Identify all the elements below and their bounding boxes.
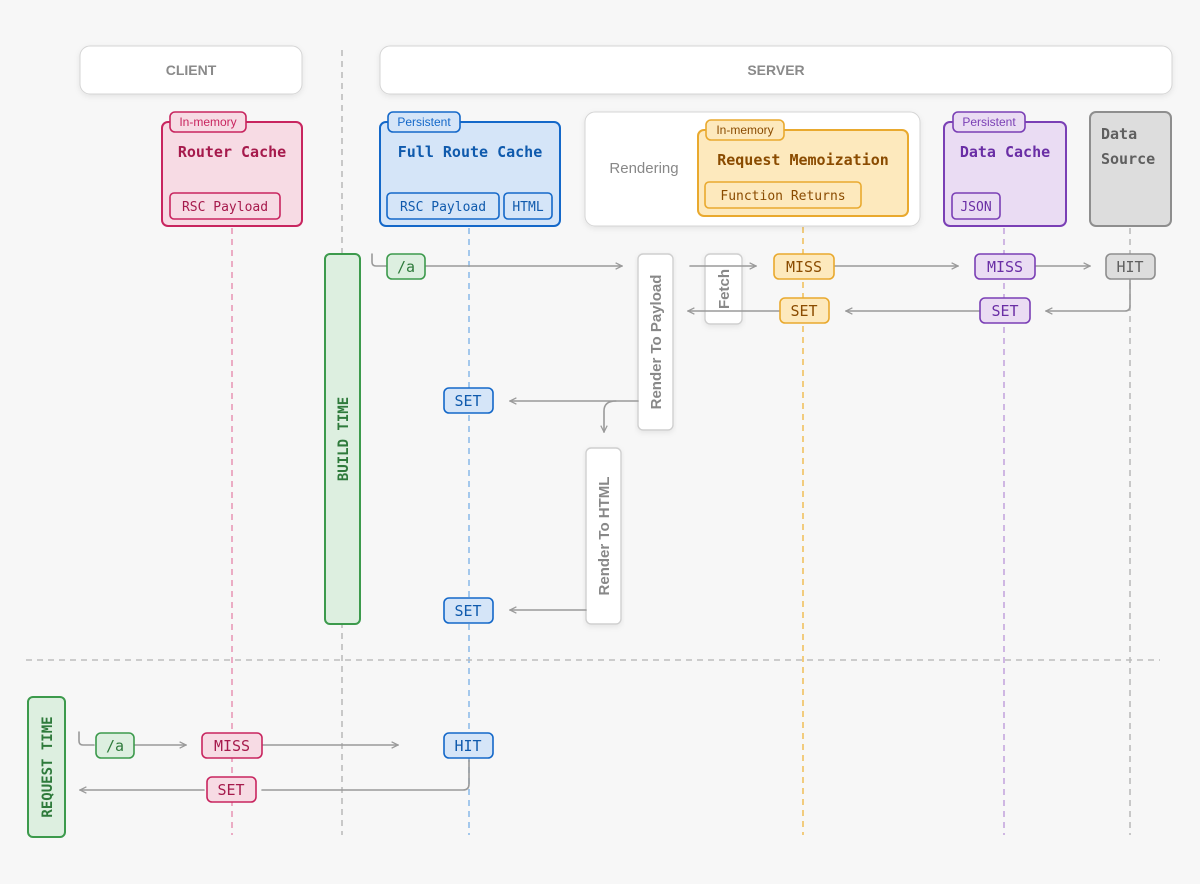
frc-set-html-chip: SET [443,597,494,624]
frc-set-payload-chip-label: SET [454,392,481,410]
datasource-hit-chip-label: HIT [1116,258,1143,276]
fetch-step: Fetch [704,253,743,325]
server-header-label: SERVER [747,62,804,78]
data-source-title-line1: Data [1101,125,1137,143]
full-route-cache-badge: Persistent [397,115,451,129]
data-cache-title: Data Cache [960,143,1050,161]
arrow-frc-return [261,759,470,791]
render-to-html-step: Render To HTML [585,447,622,625]
client-header-label: CLIENT [166,62,217,78]
render-to-payload-step: Render To Payload [637,253,674,431]
build-route-chip: /a [386,253,426,280]
memo-miss-chip: MISS [773,253,835,280]
datacache-miss-chip: MISS [974,253,1036,280]
request-memoization-badge: In-memory [716,123,773,137]
full-route-cache-item-html: HTML [512,200,543,215]
arrow-build-start [371,253,387,267]
router-miss-chip-label: MISS [214,737,250,755]
full-route-cache-title: Full Route Cache [398,143,543,161]
router-cache-title: Router Cache [178,143,286,161]
datacache-set-chip-label: SET [991,302,1018,320]
fetch-label: Fetch [716,269,733,309]
chips: /a MISS MISS HIT SET SET SET SET [95,253,1156,803]
rendering-label: Rendering [609,160,678,177]
request-time-label: REQUEST TIME [40,716,56,817]
server-header: SERVER [379,45,1173,95]
arrow-payload-to-html-step [604,400,617,433]
arrow-request-start [78,731,95,746]
router-miss-chip: MISS [201,732,263,759]
full-route-cache-item-rsc-payload: RSC Payload [400,200,486,215]
memo-set-chip-label: SET [790,302,817,320]
memo-set-chip: SET [779,297,830,324]
frc-set-payload-chip: SET [443,387,494,414]
datacache-set-chip: SET [979,297,1031,324]
data-source-box: Data Source [1089,111,1172,227]
memo-miss-chip-label: MISS [786,258,822,276]
request-memoization-item-function-returns: Function Returns [720,189,845,204]
request-memoization-box: In-memory Request Memoization Function R… [697,119,909,217]
data-cache-badge: Persistent [962,115,1016,129]
client-header: CLIENT [79,45,303,95]
request-route-chip-label: /a [106,737,124,755]
data-source-title-line2: Source [1101,150,1155,168]
render-to-html-label: Render To HTML [596,477,613,596]
datasource-hit-chip: HIT [1105,253,1156,280]
build-time-label: BUILD TIME [336,397,352,481]
request-route-chip: /a [95,732,135,759]
frc-set-html-chip-label: SET [454,602,481,620]
router-cache-item-rsc-payload: RSC Payload [182,200,268,215]
full-route-cache-box: Persistent Full Route Cache RSC Payload … [379,111,561,227]
render-to-payload-label: Render To Payload [648,275,665,410]
flow-arrows [78,253,1131,791]
build-time-bar: BUILD TIME [324,253,361,625]
frc-hit-chip: HIT [443,732,494,759]
arrow-source-return [1045,279,1131,311]
datacache-miss-chip-label: MISS [987,258,1023,276]
build-route-chip-label: /a [397,258,415,276]
frc-hit-chip-label: HIT [454,737,481,755]
router-cache-badge: In-memory [179,115,236,129]
data-cache-box: Persistent Data Cache JSON [943,111,1067,227]
request-time-bar: REQUEST TIME [27,696,66,838]
request-memoization-title: Request Memoization [717,151,889,169]
data-cache-item-json: JSON [960,200,991,215]
router-set-chip: SET [206,776,257,803]
router-cache-box: In-memory Router Cache RSC Payload [161,111,303,227]
router-set-chip-label: SET [217,781,244,799]
